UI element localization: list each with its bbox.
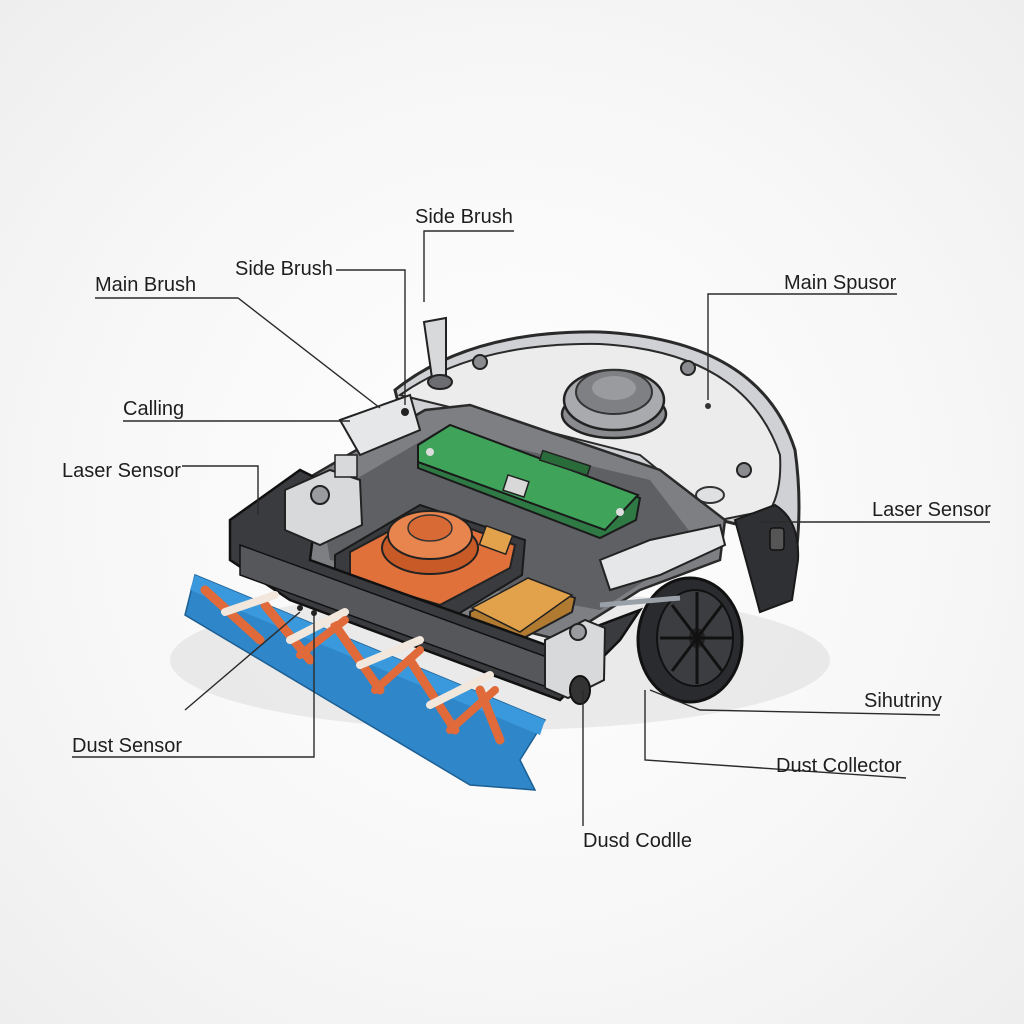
leader-sihutriny	[649, 689, 941, 716]
left-sensor-bracket	[284, 393, 422, 547]
right-sensor-bracket	[544, 523, 727, 705]
leader-dust-sensor-branch	[184, 611, 301, 711]
label-dusd-codlle: Dusd Codlle	[583, 830, 692, 852]
top-dome	[560, 368, 668, 440]
screw	[736, 462, 752, 478]
label-dust-sensor: Dust Sensor	[72, 735, 183, 757]
indicator	[705, 403, 711, 409]
label-side-brush-top: Side Brush	[415, 206, 513, 228]
screw	[680, 360, 696, 376]
label-calling: Calling	[123, 398, 185, 420]
leader-laser-left	[182, 465, 259, 515]
leader-side-brush-top	[423, 230, 514, 302]
leader-dust-collector	[644, 690, 907, 779]
label-laser-sensor-right: Laser Sensor	[872, 499, 991, 521]
button	[695, 486, 725, 504]
label-side-brush: Side Brush	[235, 258, 333, 280]
label-laser-sensor-left: Laser Sensor	[62, 460, 181, 482]
screw	[472, 354, 488, 370]
drive-wheel	[599, 576, 744, 704]
side-brush	[422, 316, 453, 390]
leader-dust-sensor	[72, 612, 315, 758]
right-side-port	[769, 527, 785, 551]
leader-lines	[72, 230, 990, 826]
leader-main-brush	[95, 297, 381, 409]
control-module	[469, 524, 577, 642]
main-motor	[334, 503, 527, 627]
label-sihutriny: Sihutriny	[864, 690, 942, 712]
label-main-spusor: Main Spusor	[784, 272, 897, 294]
label-main-brush: Main Brush	[95, 274, 197, 296]
pcb-board	[417, 423, 642, 540]
label-dust-collector: Dust Collector	[776, 755, 902, 777]
roller-brush	[184, 573, 547, 791]
housing-side-wall	[733, 503, 800, 614]
leader-side-brush	[336, 269, 406, 405]
leader-main-spusor	[707, 293, 897, 400]
